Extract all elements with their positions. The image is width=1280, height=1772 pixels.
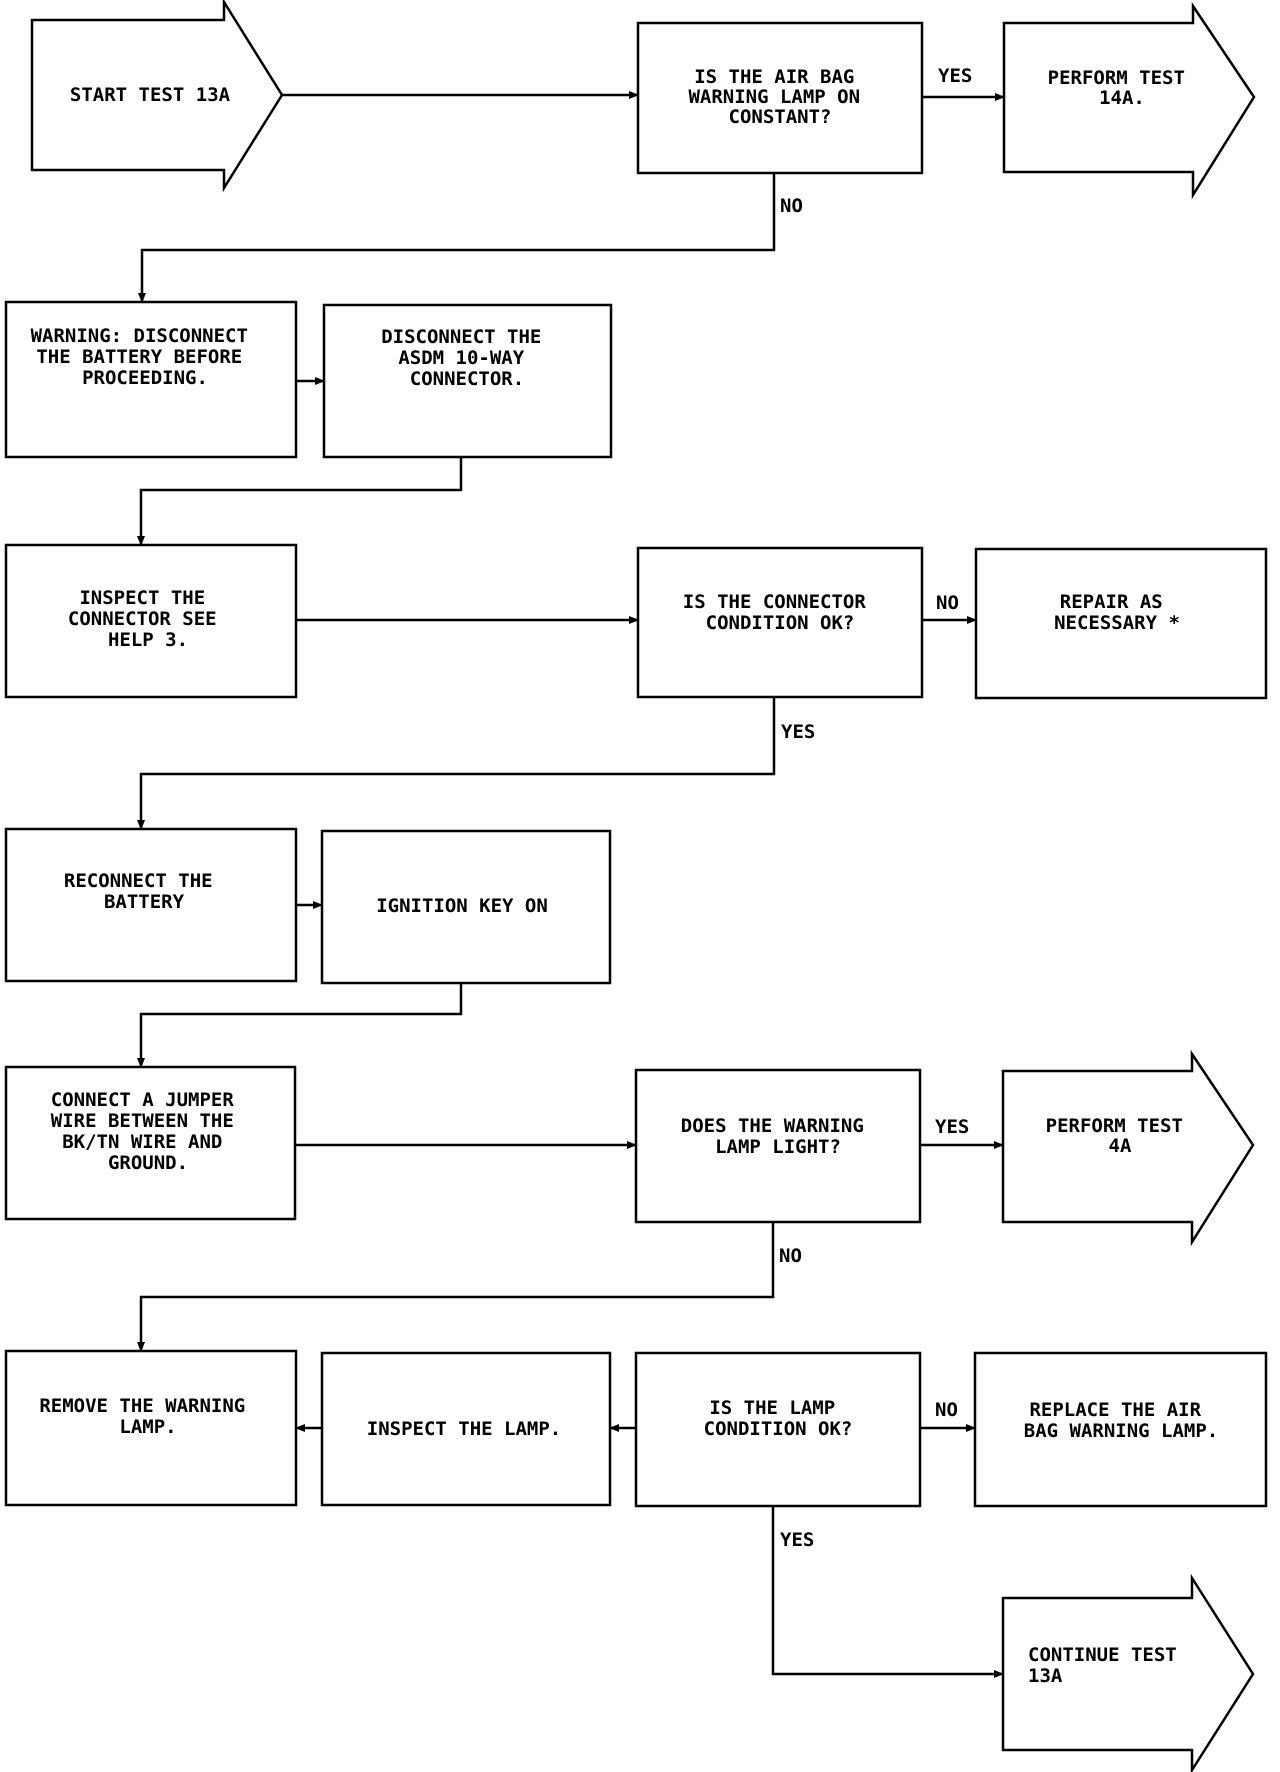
perform-4a-arrow-shape	[1001, 1049, 1255, 1247]
svg-text:CONTINUE TEST 13A: CONTINUE TEST 13A	[1028, 1644, 1188, 1687]
node-text-line: CONDITION OK?	[704, 1418, 853, 1440]
node-continue-13a: CONTINUE TEST 13A	[1001, 1573, 1255, 1772]
node-text-line: WARNING LAMP ON	[688, 86, 860, 108]
node-text-line: BATTERY	[104, 891, 185, 913]
label-lamp-constant-no: NO	[780, 195, 803, 217]
node-text-line: 4A	[1109, 1135, 1132, 1157]
node-q-lamp-light: DOES THE WARNING LAMP LIGHT?	[634, 1068, 922, 1224]
svg-text:CONNECT A JUMPER WIRE BE: CONNECT A JUMPER WIRE BETWEEN THE BK/TN …	[51, 1089, 245, 1174]
node-replace-lamp: REPLACE THE AIR BAG WARNING LAMP.	[973, 1351, 1268, 1508]
node-q-connector-ok: IS THE CONNECTOR CONDITION OK?	[636, 546, 924, 699]
node-q-lamp-ok: IS THE LAMP CONDITION OK?	[634, 1351, 922, 1508]
node-text-line: LAMP.	[119, 1416, 176, 1438]
node-text-line: PROCEEDING.	[82, 367, 208, 389]
node-text-line: INSPECT THE	[79, 587, 205, 609]
node-text-line: THE BATTERY BEFORE	[36, 346, 242, 368]
svg-text:START TEST 13A: START TEST 13A	[70, 84, 231, 106]
svg-text:REPLACE THE AIR BAG WARN: REPLACE THE AIR BAG WARNING LAMP.	[1024, 1399, 1218, 1442]
node-inspect-lamp: INSPECT THE LAMP.	[320, 1351, 612, 1507]
node-text-line: DOES THE WARNING	[681, 1115, 864, 1137]
edge-q-lamp-ok-yes	[771, 1506, 1004, 1678]
edge-q-connector-yes	[137, 697, 776, 830]
node-text-line: REMOVE THE WARNING	[39, 1395, 245, 1417]
svg-text:REMOVE THE WARNING LAMP.: REMOVE THE WARNING LAMP.	[39, 1395, 256, 1438]
node-text-line: WARNING: DISCONNECT	[31, 325, 248, 347]
node-text-line: ASDM 10-WAY	[398, 347, 524, 369]
edge-disconnect-to-inspect	[137, 457, 463, 546]
node-perform-4a: PERFORM TEST 4A	[1001, 1049, 1255, 1247]
svg-text:INSPECT THE LAMP.: INSPECT THE LAMP.	[367, 1418, 561, 1440]
node-text-line: REPLACE THE AIR	[1029, 1399, 1201, 1421]
node-remove-lamp: REMOVE THE WARNING LAMP.	[4, 1349, 298, 1507]
node-perform-14a: PERFORM TEST 14A.	[1002, 1, 1256, 200]
node-text-line: LAMP LIGHT?	[715, 1136, 841, 1158]
node-text-line: GROUND.	[108, 1152, 188, 1174]
node-start: START TEST 13A	[30, 0, 284, 193]
svg-text:DISCONNECT THE ASDM 10-W: DISCONNECT THE ASDM 10-WAY CONNECTOR.	[381, 326, 553, 390]
node-warning-disconnect: WARNING: DISCONNECT THE BATTERY BEFORE P…	[4, 300, 298, 459]
node-inspect-connector: INSPECT THE CONNECTOR SEE HELP 3.	[4, 543, 298, 699]
label-lamp-constant-yes: YES	[938, 65, 972, 87]
node-text-line: REPAIR AS	[1060, 591, 1163, 613]
node-connect-jumper: CONNECT A JUMPER WIRE BETWEEN THE BK/TN …	[4, 1065, 297, 1221]
perform-14a-arrow-shape	[1002, 1, 1256, 200]
svg-text:WARNING: DISCONNECT THE: WARNING: DISCONNECT THE BATTERY BEFORE P…	[31, 325, 260, 389]
node-text-line: BK/TN WIRE AND	[62, 1131, 222, 1153]
node-disconnect-asdm: DISCONNECT THE ASDM 10-WAY CONNECTOR.	[322, 303, 613, 459]
svg-text:INSPECT THE CONNECTOR S: INSPECT THE CONNECTOR SEE HELP 3.	[68, 587, 228, 651]
start-arrow-shape	[30, 0, 284, 193]
node-text-line: INSPECT THE LAMP.	[367, 1418, 561, 1440]
node-text-line: RECONNECT THE	[64, 870, 213, 892]
node-text-line: DISCONNECT THE	[381, 326, 541, 348]
label-connector-ok-yes: YES	[781, 721, 815, 743]
node-text-line: WIRE BETWEEN THE	[51, 1110, 234, 1132]
node-repair: REPAIR AS NECESSARY *	[974, 547, 1268, 700]
edge-ignition-to-jumper	[137, 983, 463, 1068]
node-text-line: IS THE AIR BAG	[694, 66, 854, 88]
svg-text:PERFORM TEST 4A: PERFORM TEST 4A	[1046, 1115, 1195, 1157]
node-text-line: START TEST 13A	[70, 84, 231, 106]
node-text-line: PERFORM TEST	[1048, 67, 1185, 89]
label-lamp-ok-no: NO	[935, 1399, 958, 1421]
node-text-line: CONTINUE TEST	[1028, 1644, 1177, 1666]
edge-labels: YES NO NO YES YES NO NO YES	[779, 65, 972, 1551]
connectors	[137, 91, 1005, 1678]
svg-text:IS THE CONNECTOR CONDITI: IS THE CONNECTOR CONDITION OK?	[683, 591, 877, 634]
edge-q-lamp-light-no	[137, 1222, 775, 1352]
node-text-line: 13A	[1028, 1665, 1063, 1687]
label-lamp-ok-yes: YES	[780, 1529, 814, 1551]
node-text-line: CONNECTOR SEE	[68, 608, 217, 630]
node-text-line: 14A.	[1099, 87, 1145, 109]
node-text-line: IS THE LAMP	[709, 1397, 835, 1419]
continue-13a-arrow-shape	[1001, 1573, 1255, 1772]
node-text-line: CONSTANT?	[729, 106, 832, 128]
node-text-line: CONNECT A JUMPER	[51, 1089, 235, 1111]
svg-text:IGNITION KEY ON: IGNITION KEY ON	[376, 895, 548, 917]
node-text-line: IS THE CONNECTOR	[683, 591, 867, 613]
svg-text:IS THE LAMP CONDITION OK: IS THE LAMP CONDITION OK?	[704, 1397, 853, 1440]
label-connector-ok-no: NO	[936, 592, 959, 614]
node-ignition-on: IGNITION KEY ON	[320, 829, 612, 985]
node-reconnect-battery: RECONNECT THE BATTERY	[4, 827, 298, 983]
svg-text:DOES THE WARNING LAMP LI: DOES THE WARNING LAMP LIGHT?	[681, 1115, 875, 1158]
node-text-line: BAG WARNING LAMP.	[1024, 1420, 1218, 1442]
node-text-line: NECESSARY *	[1054, 612, 1180, 634]
svg-text:REPAIR AS NECESSARY *: REPAIR AS NECESSARY *	[1054, 591, 1180, 634]
node-text-line: CONDITION OK?	[706, 612, 855, 634]
node-text-line: CONNECTOR.	[410, 368, 524, 390]
node-q-lamp-constant: IS THE AIR BAG WARNING LAMP ON CONSTANT?	[636, 21, 924, 175]
svg-text:IS THE AIR BAG WARNING L: IS THE AIR BAG WARNING LAMP ON CONSTANT?	[688, 66, 871, 128]
edge-q-lamp-constant-no	[138, 173, 776, 303]
node-text-line: PERFORM TEST	[1046, 1115, 1183, 1137]
label-lamp-light-no: NO	[779, 1245, 802, 1267]
svg-text:PERFORM TEST 14A.: PERFORM TEST 14A.	[1048, 67, 1197, 109]
svg-text:RECONNECT THE BATTERY: RECONNECT THE BATTERY	[64, 870, 224, 913]
node-text-line: HELP 3.	[108, 629, 188, 651]
label-lamp-light-yes: YES	[935, 1116, 969, 1138]
node-text-line: IGNITION KEY ON	[376, 895, 548, 917]
